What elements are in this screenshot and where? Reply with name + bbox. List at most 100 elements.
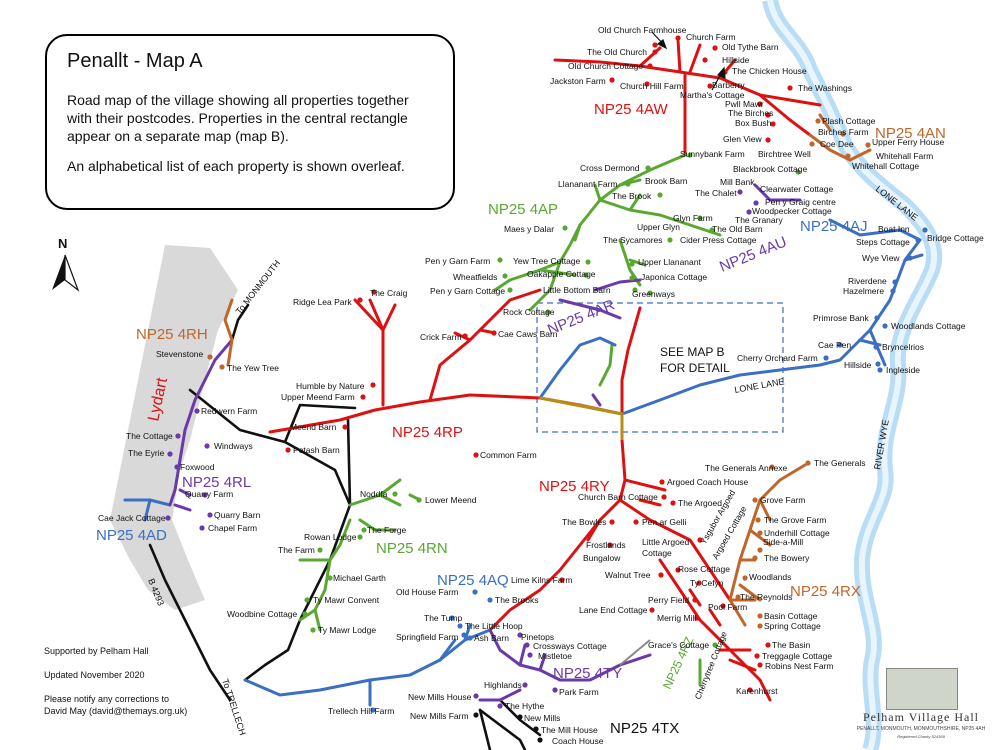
property-label: Upper Glyn <box>637 222 680 232</box>
property-label: Pinetops <box>521 632 554 642</box>
property-label: Upper Llananant <box>638 257 701 267</box>
property-label: Brook Barn <box>645 176 688 186</box>
property-label: The Bowery <box>764 553 810 563</box>
intro-description: Road map of the village showing all prop… <box>67 92 409 144</box>
property-label: Steps Cottage <box>856 237 910 247</box>
property-label: The Hythe <box>505 701 544 711</box>
property-label: Park Farm <box>559 687 599 697</box>
property-label: Church Barn Cottage <box>578 492 658 502</box>
property-label: Cae Jack Cottage <box>98 513 166 523</box>
property-label: Chapel Farm <box>208 523 257 533</box>
property-label: The Old Barn <box>712 224 763 234</box>
property-label: Crick Farm <box>420 332 462 342</box>
postcode-label: NP25 4AQ <box>437 572 509 589</box>
property-label: The Chalet <box>695 188 737 198</box>
property-label: Merrig Mill <box>657 613 696 623</box>
property-label: Ridge Lea Park <box>293 297 352 307</box>
property-label: Quarry Barn <box>214 510 261 520</box>
property-label: Humble by Nature <box>296 381 365 391</box>
property-label: Rose Cottage <box>678 564 730 574</box>
property-label: Oakapple Cottage <box>527 269 596 279</box>
postcode-label: NP25 4RN <box>376 540 448 557</box>
property-label: Pen ar Gelli <box>642 517 687 527</box>
property-label: Springfield Farm <box>396 632 458 642</box>
property-label: Crossways Cottage <box>533 641 607 651</box>
property-label: Cottage <box>642 548 672 558</box>
hall-photo <box>886 668 958 710</box>
property-label: Spring Cottage <box>764 621 821 631</box>
property-label: The Farm <box>278 545 315 555</box>
postcode-label: NP25 4RP <box>392 424 463 441</box>
property-label: The Craig <box>370 288 408 298</box>
property-label: Woodbine Cottage <box>227 609 298 619</box>
property-label: Woodlands Cottage <box>891 321 966 331</box>
property-label: Rowan Lodge <box>304 532 357 542</box>
property-label: Boat Inn <box>878 224 910 234</box>
black-roads <box>148 303 542 750</box>
property-label: Bryncelrios <box>882 342 924 352</box>
property-label: The Little Hoop <box>465 621 523 631</box>
purple-roads <box>168 183 802 702</box>
property-label: The Old Church <box>587 47 647 57</box>
north-arrow: N <box>52 236 80 292</box>
property-label: Perry Field <box>648 595 689 605</box>
property-dots <box>165 35 928 743</box>
property-label: Karenhurst <box>736 686 778 696</box>
property-label: Barberry <box>712 80 745 90</box>
property-label: Hillside <box>844 360 872 370</box>
property-label: Cae Pen <box>818 340 851 350</box>
property-label: The Argoed <box>678 498 722 508</box>
property-label: The Mill House <box>541 725 598 735</box>
see-map-b-note: SEE MAP B FOR DETAIL <box>660 345 730 375</box>
property-label: The Tump <box>424 613 463 623</box>
property-label: Upper Meend Farm <box>281 392 355 402</box>
property-label: Clearwater Cottage <box>760 184 834 194</box>
postcode-label: NP25 4TX <box>610 720 679 737</box>
property-label: Old Church Farmhouse <box>598 25 687 35</box>
property-label: The Granary <box>735 215 783 225</box>
postcode-label: NP25 4AJ <box>800 218 868 235</box>
property-label: Coach House <box>552 736 604 746</box>
road-label: LONE LANE <box>734 376 786 395</box>
intro-list-note: An alphabetical list of each property is… <box>67 158 405 174</box>
postcode-label: NP25 4AN <box>875 125 946 142</box>
property-label: Mill Bank <box>720 177 755 187</box>
property-label: Box Bush <box>735 118 772 128</box>
property-label: The Sycamores <box>603 235 663 245</box>
property-label: Glyn Farm <box>673 213 713 223</box>
intro-box: Penallt - Map A Road map of the village … <box>45 34 455 210</box>
postcode-label: NP25 4AW <box>594 101 668 118</box>
footer-notify-line2: David May (david@themays.org.uk) <box>44 706 188 716</box>
property-label: Little Bottom Barn <box>543 285 611 295</box>
property-label: Plash Cottage <box>822 116 876 126</box>
property-label: New Mills Farm <box>410 711 469 721</box>
property-label: Coe Dee <box>820 139 854 149</box>
road-label: To MONMOUTH <box>234 258 283 316</box>
property-label: The Washings <box>798 83 852 93</box>
postcode-label: NP25 4RL <box>182 474 251 491</box>
logo-address: PENALLT, MONMOUTH, MONMOUTHSHIRE, NP25 4… <box>856 726 986 732</box>
property-label: Potash Barn <box>293 445 340 455</box>
footer-updated: Updated November 2020 <box>44 670 145 680</box>
property-label: Mistletoe <box>538 651 572 661</box>
property-label: The Chicken House <box>732 66 807 76</box>
pelham-hall-logo: Pelham Village Hall PENALLT, MONMOUTH, M… <box>846 660 996 748</box>
postcode-label: NP25 4AP <box>488 201 558 218</box>
property-label: Upper Ferry House <box>872 137 945 147</box>
property-label: Lime Kilns Farm <box>511 575 572 585</box>
map-title: Penallt - Map A <box>67 50 203 72</box>
property-label: Ty Cefyn <box>690 578 724 588</box>
property-label: Llananant Farm <box>558 179 618 189</box>
property-label: Old House Farm <box>396 587 458 597</box>
property-label: Wye View <box>862 253 900 263</box>
property-label: Treggagle Cottage <box>762 651 832 661</box>
property-label: Cae Caws Barn <box>498 329 558 339</box>
svg-text:SEE MAP B: SEE MAP B <box>660 345 724 359</box>
property-label: Riverdene <box>848 276 887 286</box>
postcode-label: NP25 4RX <box>790 583 861 600</box>
property-label: Lower Meend <box>425 495 477 505</box>
property-label: Pen y Garn Cottage <box>430 286 505 296</box>
property-label: The Bowles <box>562 517 606 527</box>
postcode-label: NP25 4RH <box>136 326 208 343</box>
property-label: Foxwood <box>180 462 215 472</box>
